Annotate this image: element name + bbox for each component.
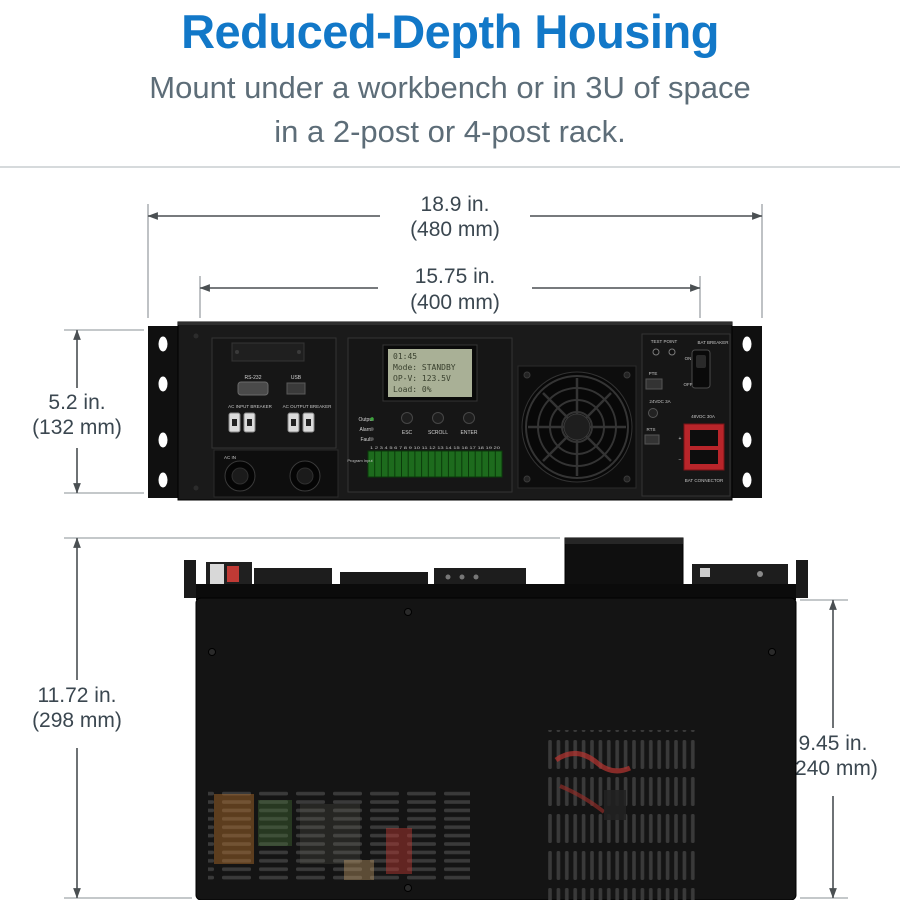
- dim-depth-body-in: 9.45 in.: [799, 732, 868, 755]
- lcd-line1: 01:45: [393, 352, 417, 361]
- top-view: [184, 537, 808, 900]
- breaker-top-red: [227, 566, 239, 582]
- breaker-on-label: ON: [685, 356, 692, 361]
- top-front-bar: [196, 584, 796, 600]
- fan-hub: [563, 413, 591, 441]
- aux-dc-jack: [648, 408, 658, 418]
- dim-width-outer-mm: (480 mm): [410, 218, 500, 241]
- plus-mark: +: [679, 436, 682, 442]
- lcd-line2: Mode: STANDBY: [393, 363, 456, 372]
- rack-ear-right: [730, 326, 762, 498]
- test-point-jack-2: [668, 348, 676, 356]
- display-module: 01:45 Mode: STANDBY OP-V: 123.5V Load: 0…: [347, 337, 513, 493]
- scroll-button: [432, 412, 444, 424]
- option-slot: [231, 342, 305, 362]
- enter-button: [463, 412, 475, 424]
- pte-label: PTE: [649, 371, 658, 376]
- page-title: Reduced-Depth Housing: [181, 5, 719, 58]
- dim-width-outer: 18.9 in. (480 mm): [147, 193, 763, 318]
- enter-button-label: ENTER: [461, 430, 478, 436]
- bat-breaker-label: BAT BREAKER: [697, 340, 729, 345]
- terminal-numbers: 1 2 3 4 5 6 7 8 9 10 11 12 13 14 15 16 1…: [370, 445, 501, 450]
- subtitle-line2: in a 2-post or 4-post rack.: [274, 113, 626, 149]
- vent-field-right: [546, 730, 698, 900]
- top-ear-left: [184, 560, 196, 598]
- usb-port: [286, 382, 306, 395]
- breaker-off-label: OFF: [684, 382, 693, 387]
- dim-width-inner-in: 15.75 in.: [415, 265, 496, 288]
- test-point-jack-1: [652, 348, 660, 356]
- test-point-label: TEST POINT: [651, 339, 678, 344]
- battery-module: TEST POINT PTE 24VDC 3A RTS BAT BREAKER …: [641, 333, 731, 497]
- bat-connector-label: BAT CONNECTOR: [685, 478, 724, 483]
- output-led: [370, 417, 374, 421]
- dc-rating-label: 48VDC 30A: [691, 414, 715, 419]
- rs232-port: [237, 381, 269, 396]
- fault-indicator-label: Fault: [360, 437, 372, 443]
- rs232-label: RS-232: [245, 375, 262, 381]
- wire-bundle: [604, 790, 626, 820]
- fan: [517, 365, 637, 489]
- dim-height-front-in: 5.2 in.: [48, 391, 105, 414]
- dim-height-front-mm: (132 mm): [32, 416, 122, 439]
- lcd-line3: OP-V: 123.5V: [393, 374, 451, 383]
- front-edge-components: [206, 537, 788, 587]
- dim-width-inner-mm: (400 mm): [410, 291, 500, 314]
- pte-connector: [645, 378, 663, 390]
- rack-ear-left: [148, 326, 180, 498]
- ac-input-breaker-label: AC INPUT BREAKER: [228, 404, 272, 409]
- ac-inlet-panel: AC IN: [213, 449, 339, 498]
- terminal-label: Program Input: [347, 458, 373, 463]
- minus-mark: −: [679, 457, 682, 463]
- vent-field-left: [208, 790, 470, 882]
- dim-height-front: 5.2 in. (132 mm): [32, 329, 144, 494]
- dim-width-inner: 15.75 in. (400 mm): [199, 265, 701, 318]
- ac-in-label: AC IN: [224, 455, 236, 460]
- top-ear-right: [796, 560, 808, 598]
- rts-connector: [644, 434, 660, 445]
- rts-label: RTS: [647, 427, 656, 432]
- breaker-switches: [228, 412, 315, 433]
- header: Reduced-Depth Housing Mount under a work…: [0, 0, 900, 154]
- dim-depth-body: 9.45 in. (240 mm): [788, 599, 878, 899]
- lcd-screen: [388, 349, 472, 397]
- breaker-top-white: [210, 564, 224, 584]
- ac-output-breaker-label: AC OUTPUT BREAKER: [283, 404, 332, 409]
- subtitle-line1: Mount under a workbench or in 3U of spac…: [149, 69, 751, 105]
- fault-led: [370, 437, 374, 441]
- aux-dc-label: 24VDC 3A: [649, 399, 670, 404]
- front-view: RS-232 USB AC INPUT BREAKER AC OUTPUT BR…: [148, 321, 762, 501]
- lcd-line4: Load: 0%: [393, 385, 432, 394]
- scroll-button-label: SCROLL: [428, 430, 448, 436]
- output-indicator-label: Output: [358, 417, 374, 423]
- dim-width-outer-in: 18.9 in.: [421, 193, 490, 216]
- alarm-led: [370, 427, 374, 431]
- rack-ear-holes: [158, 336, 752, 488]
- raised-housing: [564, 537, 684, 587]
- usb-label: USB: [291, 375, 302, 381]
- dim-depth-body-mm: (240 mm): [788, 757, 878, 780]
- io-module: RS-232 USB AC INPUT BREAKER AC OUTPUT BR…: [211, 337, 337, 449]
- dim-depth-overall-in: 11.72 in.: [37, 684, 116, 707]
- red-wire: [554, 751, 632, 774]
- alarm-indicator-label: Alarm: [359, 427, 372, 433]
- esc-button-label: ESC: [402, 430, 413, 436]
- dim-depth-overall-mm: (298 mm): [32, 709, 122, 732]
- dim-depth-overall: 11.72 in. (298 mm): [32, 537, 560, 899]
- esc-button: [401, 412, 413, 424]
